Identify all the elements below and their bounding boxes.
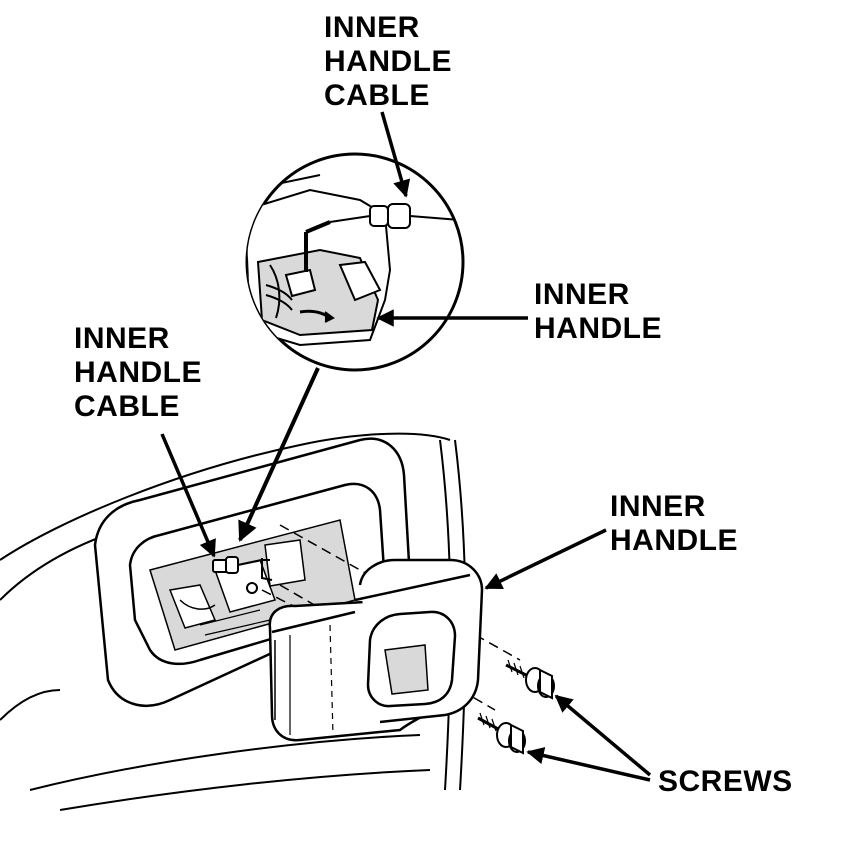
label-left-inner-handle-cable: INNER HANDLE CABLE xyxy=(74,322,202,424)
detail-circle xyxy=(245,152,465,372)
label-right-inner-handle: INNER HANDLE xyxy=(610,490,738,558)
leader-left-cable xyxy=(160,433,216,558)
leader-screw-lower xyxy=(526,746,651,782)
label-line: CABLE xyxy=(324,79,430,112)
label-line: INNER xyxy=(534,278,630,311)
label-top-inner-handle-cable: INNER HANDLE CABLE xyxy=(324,11,452,113)
screw-lower xyxy=(477,712,526,755)
leader-top-cable xyxy=(380,111,411,198)
label-line: INNER xyxy=(324,11,420,44)
label-line: HANDLE xyxy=(74,356,202,389)
detail-arrow xyxy=(238,367,320,542)
leader-screw-upper xyxy=(554,694,652,777)
label-top-inner-handle: INNER HANDLE xyxy=(534,278,662,346)
label-line: HANDLE xyxy=(324,45,452,78)
screw-upper xyxy=(505,659,555,700)
label-line: CABLE xyxy=(74,390,180,423)
leader-arrows xyxy=(160,111,652,782)
label-line: INNER xyxy=(74,322,170,355)
inner-handle-part xyxy=(268,558,484,742)
label-screws: SCREWS xyxy=(658,765,793,799)
label-line: INNER xyxy=(610,490,706,523)
label-line: HANDLE xyxy=(610,524,738,557)
cable-end-in-door xyxy=(212,556,273,594)
leader-right-handle xyxy=(484,528,607,590)
label-line: HANDLE xyxy=(534,312,662,345)
label-line: SCREWS xyxy=(658,765,793,798)
